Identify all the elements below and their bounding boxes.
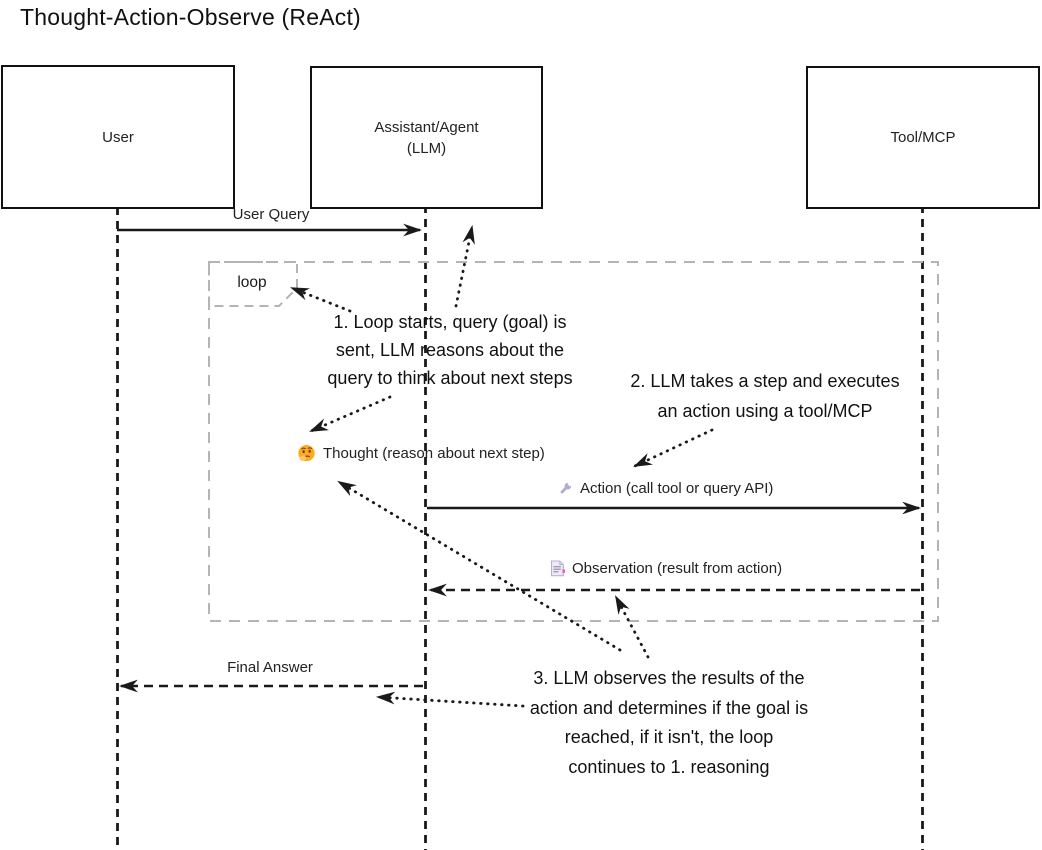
thought-label: Thought (reason about next step) — [323, 445, 545, 462]
actor-box-tool: Tool/MCP — [806, 66, 1040, 209]
document-icon — [550, 560, 565, 577]
action-label: Action (call tool or query API) — [580, 480, 774, 497]
user-query-label: User Query — [232, 206, 310, 223]
note3-to-thought-arrow — [337, 480, 622, 652]
actor-label-user: User — [102, 128, 134, 146]
note1-to-assistant-arrow — [454, 224, 475, 308]
note1-to-thought-arrow — [309, 395, 392, 433]
loop-frame — [208, 261, 939, 622]
note2-to-action-arrow — [633, 428, 714, 468]
annotation-step-3: 3. LLM observes the results of the actio… — [529, 668, 809, 777]
annotation-step-2: 2. LLM takes a step and executes an acti… — [630, 371, 900, 421]
wrench-icon — [557, 481, 573, 497]
annotation-step-1: 1. Loop starts, query (goal) is sent, LL… — [327, 312, 573, 388]
loop-label-pentagon — [208, 261, 298, 307]
actor-label-assistant: Assistant/Agent (LLM) — [374, 118, 479, 157]
final-answer-label: Final Answer — [227, 659, 313, 676]
actor-box-assistant: Assistant/Agent (LLM) — [310, 66, 543, 209]
actor-label-tool: Tool/MCP — [890, 129, 956, 146]
thought-message: Thought (reason about next step) — [297, 444, 545, 463]
observation-message: Observation (result from action) — [550, 560, 782, 577]
action-message: Action (call tool or query API) — [557, 480, 773, 497]
diagram-title: Thought-Action-Observe (ReAct) — [20, 4, 361, 30]
observation-label: Observation (result from action) — [572, 560, 783, 577]
actor-box-user: User — [1, 65, 235, 209]
note3-to-final-answer-arrow — [375, 691, 525, 708]
thinking-face-icon — [297, 444, 316, 463]
loop-label: loop — [237, 274, 267, 291]
note3-to-observation-arrow — [614, 595, 650, 659]
